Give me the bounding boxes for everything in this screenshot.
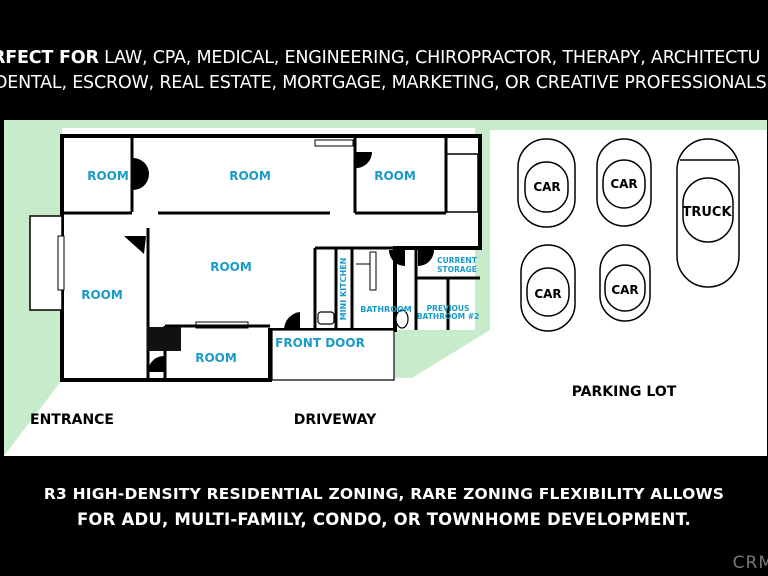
bath-wall xyxy=(369,251,377,291)
bathroom-label: BATHROOM xyxy=(360,305,412,314)
room-label: ROOM xyxy=(229,169,271,183)
truck-icon xyxy=(676,138,740,288)
door-swings xyxy=(124,152,434,372)
car-icon xyxy=(596,138,652,227)
storage-label-2: STORAGE xyxy=(437,265,477,274)
truck-label: TRUCK xyxy=(682,205,732,220)
column xyxy=(147,327,181,351)
car-label: CAR xyxy=(610,177,637,191)
front-door-label: FRONT DOOR xyxy=(275,336,365,350)
footer-line-2: FOR ADU, MULTI-FAMILY, CONDO, OR TOWNHOM… xyxy=(76,510,692,529)
watermark: CRM xyxy=(732,553,768,573)
sink-icon xyxy=(317,311,335,325)
room-label: ROOM xyxy=(374,169,416,183)
area-labels: ENTRANCE DRIVEWAY PARKING LOT xyxy=(30,384,677,428)
header-text: LAW, CPA, MEDICAL, ENGINEERING, CHIROPRA… xyxy=(98,48,761,68)
header-bold-text: RFECT FOR xyxy=(0,48,99,68)
header-line-2: DENTAL, ESCROW, REAL ESTATE, MORTGAGE, M… xyxy=(0,73,767,93)
room-label: ROOM xyxy=(81,288,123,302)
side-bay xyxy=(29,215,63,311)
porch xyxy=(271,329,395,381)
prev-bathroom-label-2: BATHROOM #2 xyxy=(417,312,479,321)
prev-bathroom-label-1: PREVIOUS xyxy=(427,304,470,313)
car-label: CAR xyxy=(533,180,560,194)
toilet-icon xyxy=(395,309,409,329)
vehicle-labels: CAR CAR CAR CAR TRUCK xyxy=(533,177,732,301)
room-label: ROOM xyxy=(195,351,237,365)
car-label: CAR xyxy=(534,287,561,301)
interior-walls xyxy=(62,136,480,380)
mini-kitchen-label: MINI KITCHEN xyxy=(339,258,348,321)
vehicles xyxy=(517,138,740,332)
room-labels: ROOM ROOM ROOM ROOM ROOM ROOM MINI KITCH… xyxy=(81,169,479,365)
car-icon xyxy=(517,138,576,228)
car-label: CAR xyxy=(611,283,638,297)
driveway-label: DRIVEWAY xyxy=(294,412,377,428)
room-label: ROOM xyxy=(87,169,129,183)
room-label: ROOM xyxy=(210,260,252,274)
window-left xyxy=(57,235,65,291)
footer-line-1: R3 HIGH-DENSITY RESIDENTIAL ZONING, RARE… xyxy=(43,485,725,503)
car-icon xyxy=(520,244,576,332)
window-right xyxy=(445,153,479,213)
storage-label-1: CURRENT xyxy=(437,256,478,265)
window-top xyxy=(314,139,354,147)
building-outline xyxy=(60,134,482,382)
parking-lot-label: PARKING LOT xyxy=(572,384,677,400)
header-line-1: RFECT FOR LAW, CPA, MEDICAL, ENGINEERING… xyxy=(0,48,760,68)
car-icon xyxy=(599,244,651,322)
entrance-label: ENTRANCE xyxy=(30,412,114,428)
lawn-left xyxy=(4,120,475,456)
